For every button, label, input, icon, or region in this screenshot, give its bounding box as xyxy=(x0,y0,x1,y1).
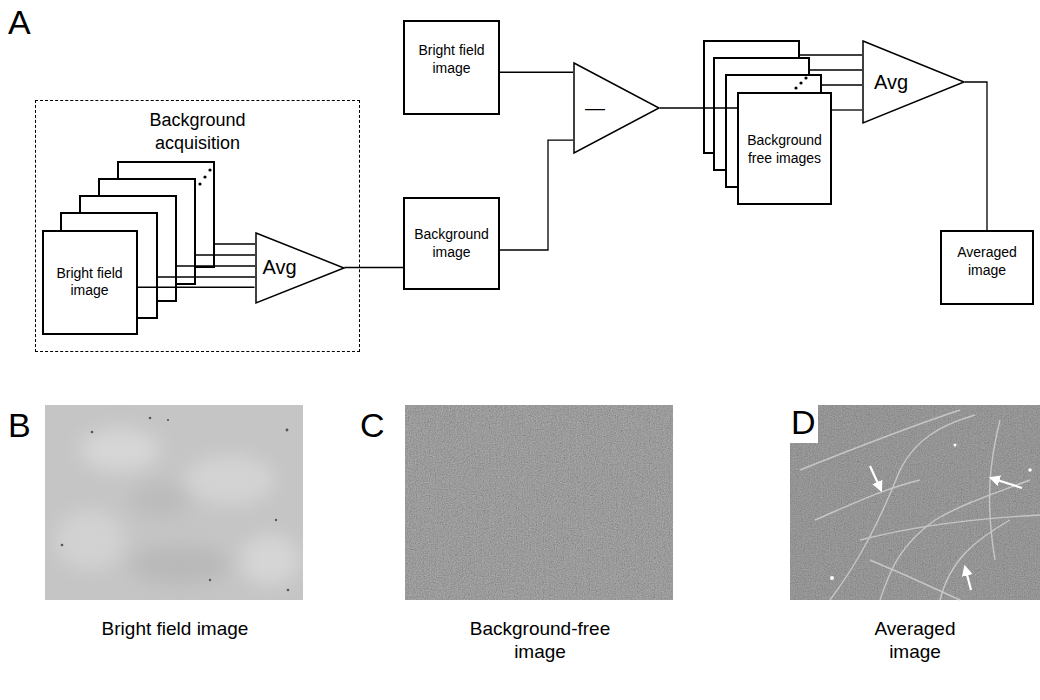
dot xyxy=(91,431,94,434)
box-label: Bright field image xyxy=(48,265,132,300)
stack-wires xyxy=(157,244,255,277)
amplifier-triangle xyxy=(256,233,344,303)
average-amplifier: Avg xyxy=(862,40,965,124)
dot xyxy=(149,417,152,420)
blob xyxy=(55,510,125,570)
blob xyxy=(240,535,300,585)
filament xyxy=(815,480,920,520)
operator-label: — xyxy=(585,96,605,121)
image-noise xyxy=(405,405,673,600)
signal-line xyxy=(660,107,737,108)
averaged-micrograph xyxy=(790,405,1040,600)
filament xyxy=(940,520,1010,600)
pointer-arrow xyxy=(965,567,971,590)
pointer-arrows xyxy=(870,466,1022,590)
signal-line xyxy=(500,140,573,250)
amplifier-triangle xyxy=(574,63,659,153)
signal-line xyxy=(138,287,255,288)
wire xyxy=(157,276,255,277)
box-label: Background free images xyxy=(743,132,826,167)
blob xyxy=(130,545,230,585)
dot xyxy=(198,182,201,185)
stack-wires xyxy=(799,55,862,85)
box-label: Averaged image xyxy=(946,244,1028,279)
pointer-arrow xyxy=(870,466,881,490)
amplifier-triangle xyxy=(863,41,964,123)
image-ground xyxy=(45,405,303,600)
pointer-arrow xyxy=(991,478,1022,488)
dot xyxy=(799,81,802,84)
filaments xyxy=(800,410,1040,600)
dot xyxy=(275,519,277,521)
bright-field-micrograph xyxy=(45,405,303,600)
image-frame: Bright field image xyxy=(42,230,138,335)
panel-letter: C xyxy=(360,405,385,446)
image-noise xyxy=(790,405,1040,600)
ellipsis-dots xyxy=(198,168,211,185)
signal-line xyxy=(500,72,573,73)
blob xyxy=(185,455,275,505)
ellipsis-dots xyxy=(794,76,807,89)
dot xyxy=(954,444,957,447)
signal-line xyxy=(345,267,404,268)
filament xyxy=(990,420,1000,560)
image-frame: Averaged image xyxy=(940,230,1034,305)
panel-caption: Bright field image xyxy=(65,618,285,641)
bright-dots xyxy=(830,444,1032,581)
illumination-blobs xyxy=(55,428,300,585)
blob xyxy=(130,482,190,518)
wire xyxy=(799,54,862,55)
dot xyxy=(286,429,289,432)
panel-letter: B xyxy=(8,405,31,446)
wire xyxy=(809,69,862,70)
signal-line xyxy=(832,109,862,110)
dot xyxy=(203,175,206,178)
dot xyxy=(61,544,64,547)
acquisition-region: Background acquisitionBright field image… xyxy=(35,100,360,352)
dot xyxy=(287,589,290,592)
dot xyxy=(208,168,211,171)
wire xyxy=(821,84,862,85)
operator-label: Avg xyxy=(263,255,297,280)
image-frame: Bright field image xyxy=(403,20,500,115)
filament xyxy=(800,410,960,470)
dot xyxy=(1028,468,1032,472)
dot xyxy=(794,86,797,89)
filament xyxy=(870,560,960,600)
image-frame: Background free images xyxy=(737,92,832,205)
image-ground xyxy=(790,405,1040,600)
filament xyxy=(880,480,1030,600)
panel-caption: Background-free image xyxy=(455,618,625,664)
box-label: Background image xyxy=(409,226,494,261)
background-free-micrograph xyxy=(405,405,673,600)
panel-caption: Averaged image xyxy=(855,618,975,664)
dot xyxy=(804,76,807,79)
blob xyxy=(80,428,160,472)
dust-dots xyxy=(61,417,290,592)
filament xyxy=(860,515,1040,540)
dot xyxy=(830,576,834,580)
wire xyxy=(195,254,255,255)
image-ground xyxy=(405,405,673,600)
image-frame: Background image xyxy=(403,197,500,290)
box-label: Bright field image xyxy=(409,42,494,77)
signal-line xyxy=(965,82,987,230)
region-title: Background acquisition xyxy=(133,109,263,154)
panel-letter: A xyxy=(8,2,31,43)
dot xyxy=(167,419,169,421)
dot xyxy=(209,579,211,581)
subtract-amplifier: — xyxy=(573,62,660,154)
wire xyxy=(176,265,255,266)
operator-label: Avg xyxy=(874,70,908,95)
average-amplifier: Avg xyxy=(255,232,345,304)
wire xyxy=(214,243,255,244)
panel-letter: D xyxy=(789,402,818,443)
filament xyxy=(830,415,975,600)
